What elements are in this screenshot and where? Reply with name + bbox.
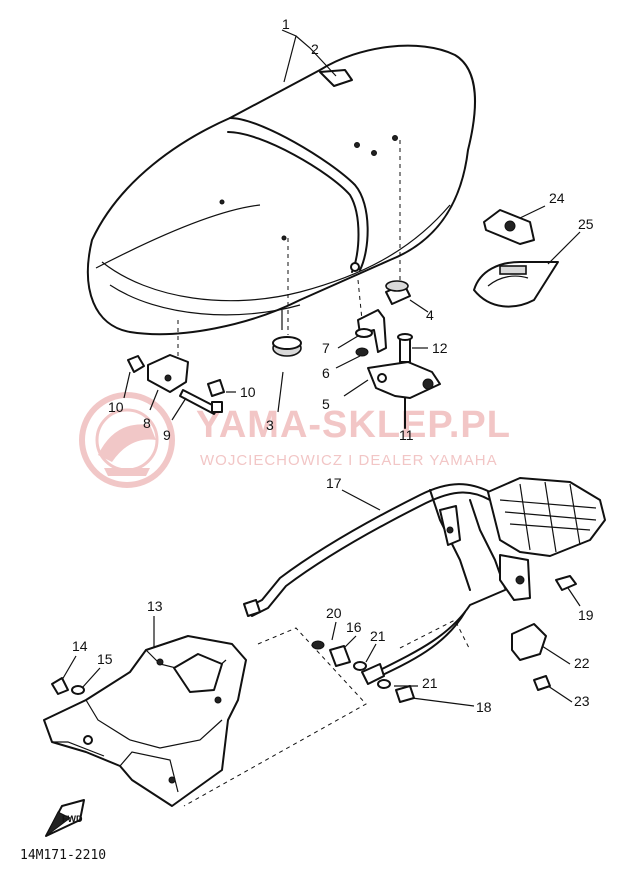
callout-label: 7 [322,340,330,356]
watermark-subtitle: WOJCIECHOWICZ I DEALER YAMAHA [200,452,498,469]
callout-label: 12 [432,340,448,356]
callout-label: 21 [370,628,386,644]
callout-label: 19 [578,607,594,623]
callout-label: 24 [549,190,565,206]
callout-label: 3 [266,417,274,433]
callout-label: 13 [147,598,163,614]
callout-label: 21 [422,675,438,691]
leaders [61,205,581,707]
callout-label: 10 [240,384,256,400]
callout-label: 6 [322,365,330,381]
callout-label: 17 [326,475,342,491]
callout-label: 2 [311,41,319,57]
seat [86,44,476,336]
rack-17 [243,477,606,685]
hardware [311,575,577,703]
callout-label: 10 [108,399,124,415]
callout-label: 4 [426,307,434,323]
callout-label: 20 [326,605,342,621]
cover-25 [473,261,559,308]
damper-4 [385,280,411,305]
fwd-label: FWD [62,814,83,824]
diagram-code: 14M171-2210 [20,848,107,863]
yamaha-logo-icon [79,392,175,488]
callout-label: 1 [282,16,290,32]
damper-3 [272,336,302,357]
callout-labels: 1 2 3 4 5 6 7 8 9 10 10 11 12 13 14 15 1… [72,16,594,715]
box-13 [43,635,247,807]
callout-1-leader [281,29,337,83]
callout-label: 18 [476,699,492,715]
callout-label: 11 [399,427,414,443]
callout-label: 8 [143,415,151,431]
callout-label: 14 [72,638,88,654]
lock-bracket [355,309,441,429]
callout-label: 22 [574,655,590,671]
callout-label: 16 [346,619,362,635]
callout-label: 5 [322,396,330,412]
callout-label: 23 [574,693,590,709]
watermark-title: YAMA-SKLEP.PL [196,404,511,446]
bracket-8 [127,354,225,415]
callout-label: 25 [578,216,594,232]
callout-label: 15 [97,651,113,667]
callout-label: 9 [163,427,171,443]
strap-24 [483,209,535,245]
fwd-arrow-icon: FWD [45,799,85,837]
